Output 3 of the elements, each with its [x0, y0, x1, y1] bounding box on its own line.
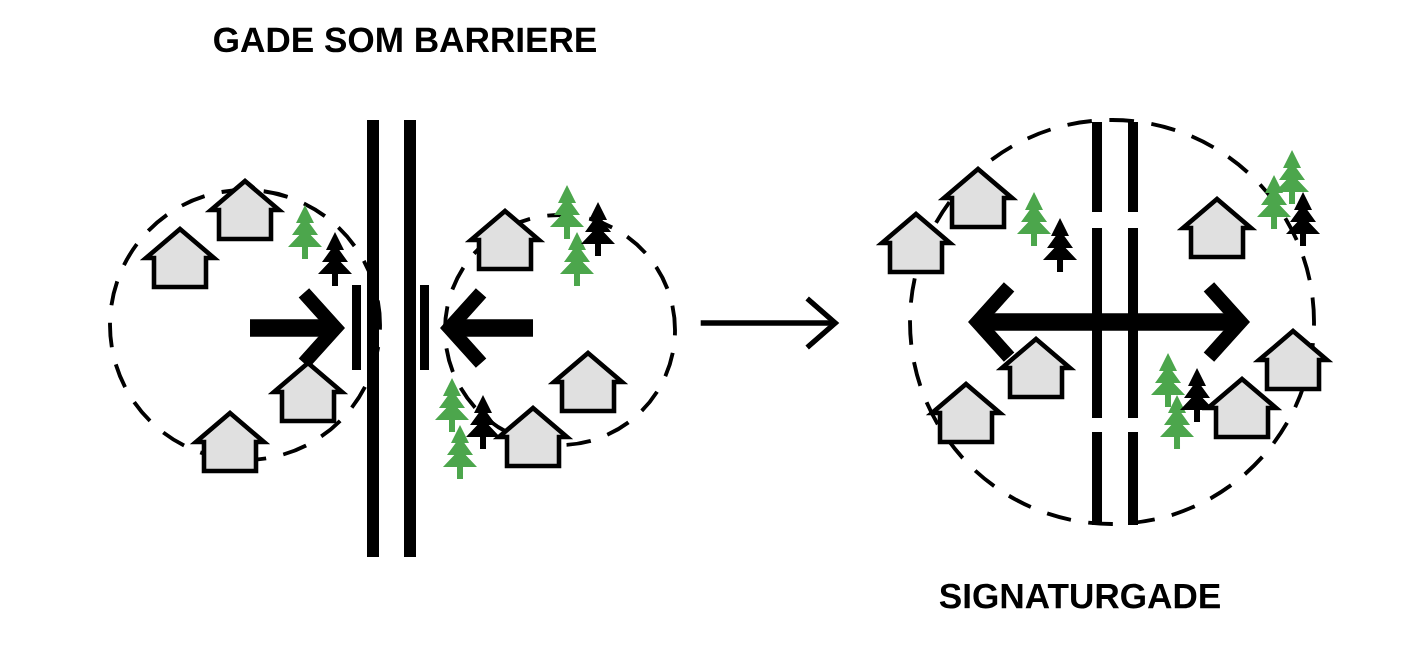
scene-heading: SIGNATURGADE — [939, 583, 1220, 609]
scene-heading: GADE SOM BARRIERE — [214, 27, 596, 53]
arrow — [700, 296, 840, 350]
